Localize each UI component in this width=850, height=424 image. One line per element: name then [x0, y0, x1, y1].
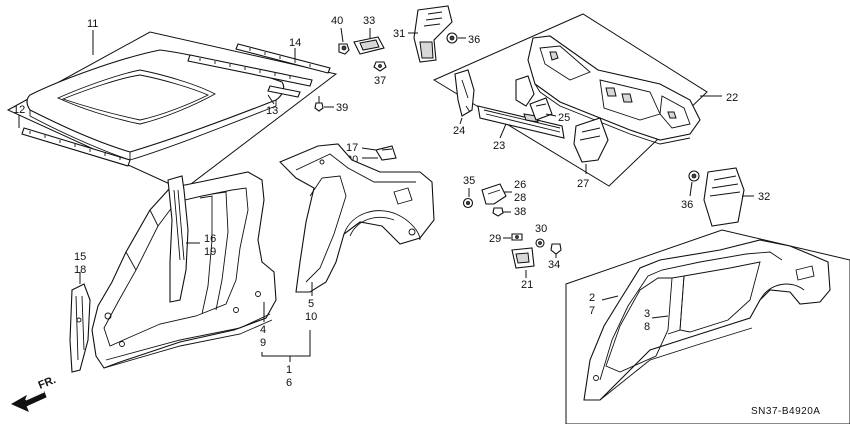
callout-22: 22: [726, 92, 738, 104]
callout-34: 34: [548, 259, 560, 271]
callout-15: 15: [74, 251, 86, 263]
small-fasteners-top: 40 33 37 39 31: [314, 5, 480, 114]
roof-rail-left: [21, 127, 131, 167]
nut-36-right: [688, 170, 700, 182]
roof-rail-rear: [235, 43, 331, 74]
callout-32: 32: [758, 191, 770, 203]
callout-33: 33: [363, 15, 375, 27]
callout-23: 23: [493, 140, 505, 152]
callout-24: 24: [453, 125, 465, 137]
callout-7: 7: [589, 305, 595, 317]
roof-group: 11 14 12 13: [6, 18, 338, 191]
clip-29: [511, 233, 523, 241]
nut-37: [373, 61, 387, 72]
nut-35: [462, 197, 474, 209]
callout-8: 8: [644, 321, 650, 333]
bracket-25b: [515, 75, 535, 107]
callout-17: 17: [346, 142, 358, 154]
callout-19: 19: [204, 246, 216, 258]
nut-36-top: [446, 32, 458, 44]
bolt-38: [492, 207, 504, 217]
clip-17-20: [361, 145, 397, 161]
callout-39: 39: [336, 102, 348, 114]
callout-1: 1: [286, 364, 292, 376]
callout-12: 12: [13, 104, 25, 116]
callout-18: 18: [74, 264, 86, 276]
callout-2: 2: [589, 292, 595, 304]
side-panel-assembly-group: 2 7 3 8: [565, 229, 850, 424]
front-arrow-icon: [10, 391, 47, 412]
callout-36-right: 36: [681, 199, 693, 211]
bracket-27: [573, 117, 609, 163]
pillar-reinforcement-16-19: [167, 175, 200, 303]
roof-panel: [26, 49, 285, 161]
callout-31: 31: [393, 28, 405, 40]
callout-6: 6: [286, 377, 292, 389]
callout-9: 9: [260, 337, 266, 349]
side-panel-assembly-outline: [565, 229, 850, 424]
clip-30: [535, 238, 545, 248]
bracket-24: [454, 69, 475, 117]
bracket-32: [703, 167, 745, 227]
bracket-26-28: [481, 183, 507, 205]
callout-14: 14: [289, 37, 301, 49]
callout-11: 11: [87, 18, 98, 30]
small-fasteners-middle: 35 26 28 38 29 30 34: [462, 167, 770, 291]
callout-13: 13: [266, 105, 278, 117]
callout-27: 27: [577, 178, 589, 190]
callout-28: 28: [514, 192, 526, 204]
callout-26: 26: [514, 179, 526, 191]
bracket-21: [511, 247, 535, 269]
callout-16: 16: [204, 233, 216, 245]
rear-panel-group: 22 24 23 25 27: [432, 13, 738, 190]
bolt-34: [550, 243, 562, 255]
callout-37: 37: [374, 75, 386, 87]
callout-10: 10: [305, 311, 317, 323]
bracket-31: [413, 5, 453, 63]
callout-30: 30: [535, 223, 547, 235]
bracket-33: [353, 36, 385, 55]
front-arrow-label: FR.: [37, 374, 58, 392]
callout-21: 21: [521, 279, 533, 291]
callout-3: 3: [644, 308, 650, 320]
callout-36-top: 36: [468, 34, 480, 46]
front-reinforcement-15-18: [69, 272, 91, 373]
callout-40: 40: [331, 15, 343, 27]
callout-38: 38: [514, 206, 526, 218]
callout-4: 4: [260, 324, 266, 336]
callout-5: 5: [308, 298, 314, 310]
side-panel-complete: [583, 239, 831, 401]
clip-40: [338, 43, 350, 55]
callout-25: 25: [558, 112, 570, 124]
diagram-code: SN37-B4920A: [751, 406, 820, 417]
callout-29: 29: [489, 233, 501, 245]
callout-35: 35: [463, 175, 475, 187]
rear-quarter-panel: [279, 143, 435, 293]
rear-group-outline: [432, 13, 708, 187]
roof-rail-right: [187, 54, 313, 98]
clip-39: [314, 96, 324, 112]
